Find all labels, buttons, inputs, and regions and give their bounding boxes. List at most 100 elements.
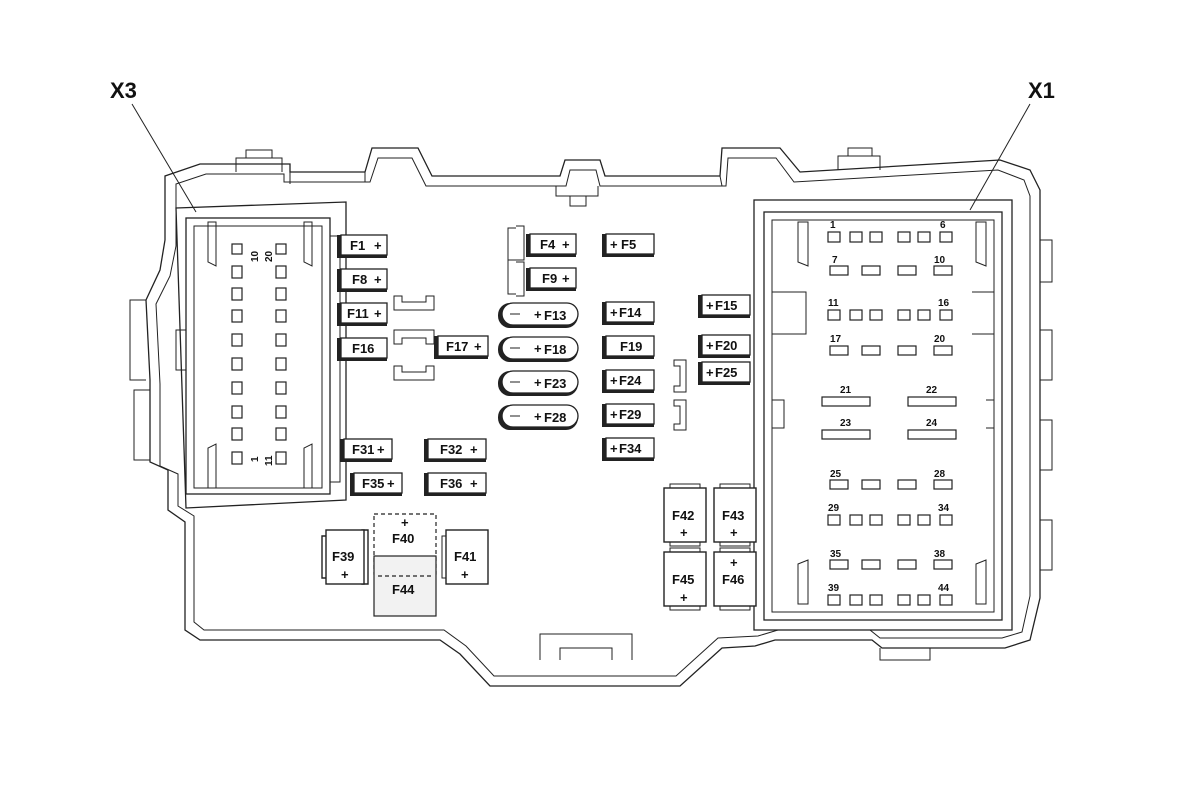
svg-text:F13: F13 <box>544 308 566 323</box>
svg-text:F11: F11 <box>347 306 369 321</box>
svg-text:F45: F45 <box>672 572 694 587</box>
svg-text:F42: F42 <box>672 508 694 523</box>
svg-text:F5: F5 <box>621 237 636 252</box>
x3-pin-20: 20 <box>264 250 275 262</box>
x1-pin-23: 23 <box>840 418 852 429</box>
svg-text:+: + <box>680 590 688 605</box>
x1-pin-1: 1 <box>830 220 836 231</box>
svg-text:+: + <box>610 407 618 422</box>
svg-text:+: + <box>341 567 349 582</box>
fuse-f41: F41 + <box>441 529 489 585</box>
fuse-f9: F9 + <box>526 267 577 291</box>
x1-pin-44: 44 <box>938 583 950 594</box>
x1-pin-35: 35 <box>830 549 842 560</box>
callouts: X3 X1 <box>110 78 1055 213</box>
fuse-f46: + F46 <box>713 547 757 611</box>
fuse-f40: + F40 <box>373 513 437 575</box>
svg-text:F14: F14 <box>619 305 642 320</box>
x1-pin-24: 24 <box>926 418 938 429</box>
svg-text:F41: F41 <box>454 549 476 564</box>
x3-pin-1: 1 <box>250 456 261 462</box>
fuse-f32: F32 + <box>424 438 487 462</box>
svg-text:F43: F43 <box>722 508 744 523</box>
fuse-f39: F39 + <box>321 529 369 585</box>
empty-slots-center <box>673 359 687 431</box>
svg-text:+: + <box>470 476 478 491</box>
svg-text:F15: F15 <box>715 298 737 313</box>
x1-pin-39: 39 <box>828 583 840 594</box>
fuse-f34: + F34 <box>602 437 655 461</box>
svg-text:F18: F18 <box>544 342 566 357</box>
svg-text:+: + <box>474 339 482 354</box>
svg-text:+: + <box>534 307 542 322</box>
x1-pin-21: 21 <box>840 385 852 396</box>
fuse-f1: F1 + <box>337 234 388 258</box>
x3-connector: 10 20 1 11 <box>175 201 347 509</box>
svg-text:F32: F32 <box>440 442 462 457</box>
fuse-f15: + F15 <box>698 294 751 318</box>
svg-text:F35: F35 <box>362 476 384 491</box>
x1-pin-34: 34 <box>938 503 950 514</box>
fuse-f5: + F5 <box>602 233 655 257</box>
fuse-f8: F8 + <box>337 268 388 292</box>
svg-text:F25: F25 <box>715 365 737 380</box>
fuse-f16: F16 <box>337 337 388 361</box>
svg-text:+: + <box>610 237 618 252</box>
svg-text:+: + <box>610 373 618 388</box>
svg-text:+: + <box>387 476 395 491</box>
svg-text:+: + <box>374 272 382 287</box>
svg-text:+: + <box>534 409 542 424</box>
svg-text:+: + <box>534 375 542 390</box>
svg-text:F46: F46 <box>722 572 744 587</box>
svg-text:+: + <box>730 555 738 570</box>
fuse-f19: F19 <box>602 335 655 359</box>
x1-pin-7: 7 <box>832 255 838 266</box>
svg-text:F9: F9 <box>542 271 557 286</box>
svg-text:+: + <box>610 441 618 456</box>
svg-text:+: + <box>470 442 478 457</box>
svg-text:+: + <box>680 525 688 540</box>
svg-text:F39: F39 <box>332 549 354 564</box>
fuse-f14: + F14 <box>602 301 655 325</box>
svg-text:+: + <box>706 298 714 313</box>
x1-pin-28: 28 <box>934 469 946 480</box>
x1-pin-17: 17 <box>830 334 842 345</box>
housing-outline <box>129 147 1053 687</box>
x1-label: X1 <box>1028 78 1055 103</box>
svg-text:+: + <box>610 305 618 320</box>
svg-text:F24: F24 <box>619 373 642 388</box>
svg-text:+: + <box>562 237 570 252</box>
fuse-f31: F31 + <box>340 438 393 462</box>
fuse-f18: + F18 <box>498 336 579 362</box>
x3-label: X3 <box>110 78 137 103</box>
fuse-f42: F42 + <box>663 483 707 547</box>
svg-text:F17: F17 <box>446 339 468 354</box>
svg-text:F4: F4 <box>540 237 556 252</box>
x3-pin-10: 10 <box>250 250 261 262</box>
x1-pin-11: 11 <box>828 298 839 309</box>
fuse-f43: F43 + <box>713 483 757 547</box>
fuse-f35: F35 + <box>350 472 403 496</box>
fuse-f20: + F20 <box>698 334 751 358</box>
fuse-f29: + F29 <box>602 403 655 427</box>
svg-text:+: + <box>374 238 382 253</box>
x1-connector: 1 6 7 10 11 16 17 20 21 22 23 24 25 28 2… <box>753 199 1013 631</box>
x1-pin-6: 6 <box>940 220 946 231</box>
x1-pin-10: 10 <box>934 255 946 266</box>
svg-text:+: + <box>562 271 570 286</box>
x1-pin-22: 22 <box>926 385 938 396</box>
fuse-f45: F45 + <box>663 547 707 611</box>
svg-text:F19: F19 <box>620 339 642 354</box>
x3-pin-column-left <box>231 243 243 465</box>
svg-text:+: + <box>706 365 714 380</box>
svg-text:+: + <box>401 515 409 530</box>
svg-text:F31: F31 <box>352 442 374 457</box>
fuse-f17: F17 + <box>434 335 489 359</box>
fuse-bracket-f4-f9 <box>507 225 525 297</box>
svg-text:F16: F16 <box>352 341 374 356</box>
svg-text:F1: F1 <box>350 238 365 253</box>
empty-slots-left <box>393 295 435 381</box>
fuse-f24: + F24 <box>602 369 655 393</box>
svg-text:F28: F28 <box>544 410 566 425</box>
